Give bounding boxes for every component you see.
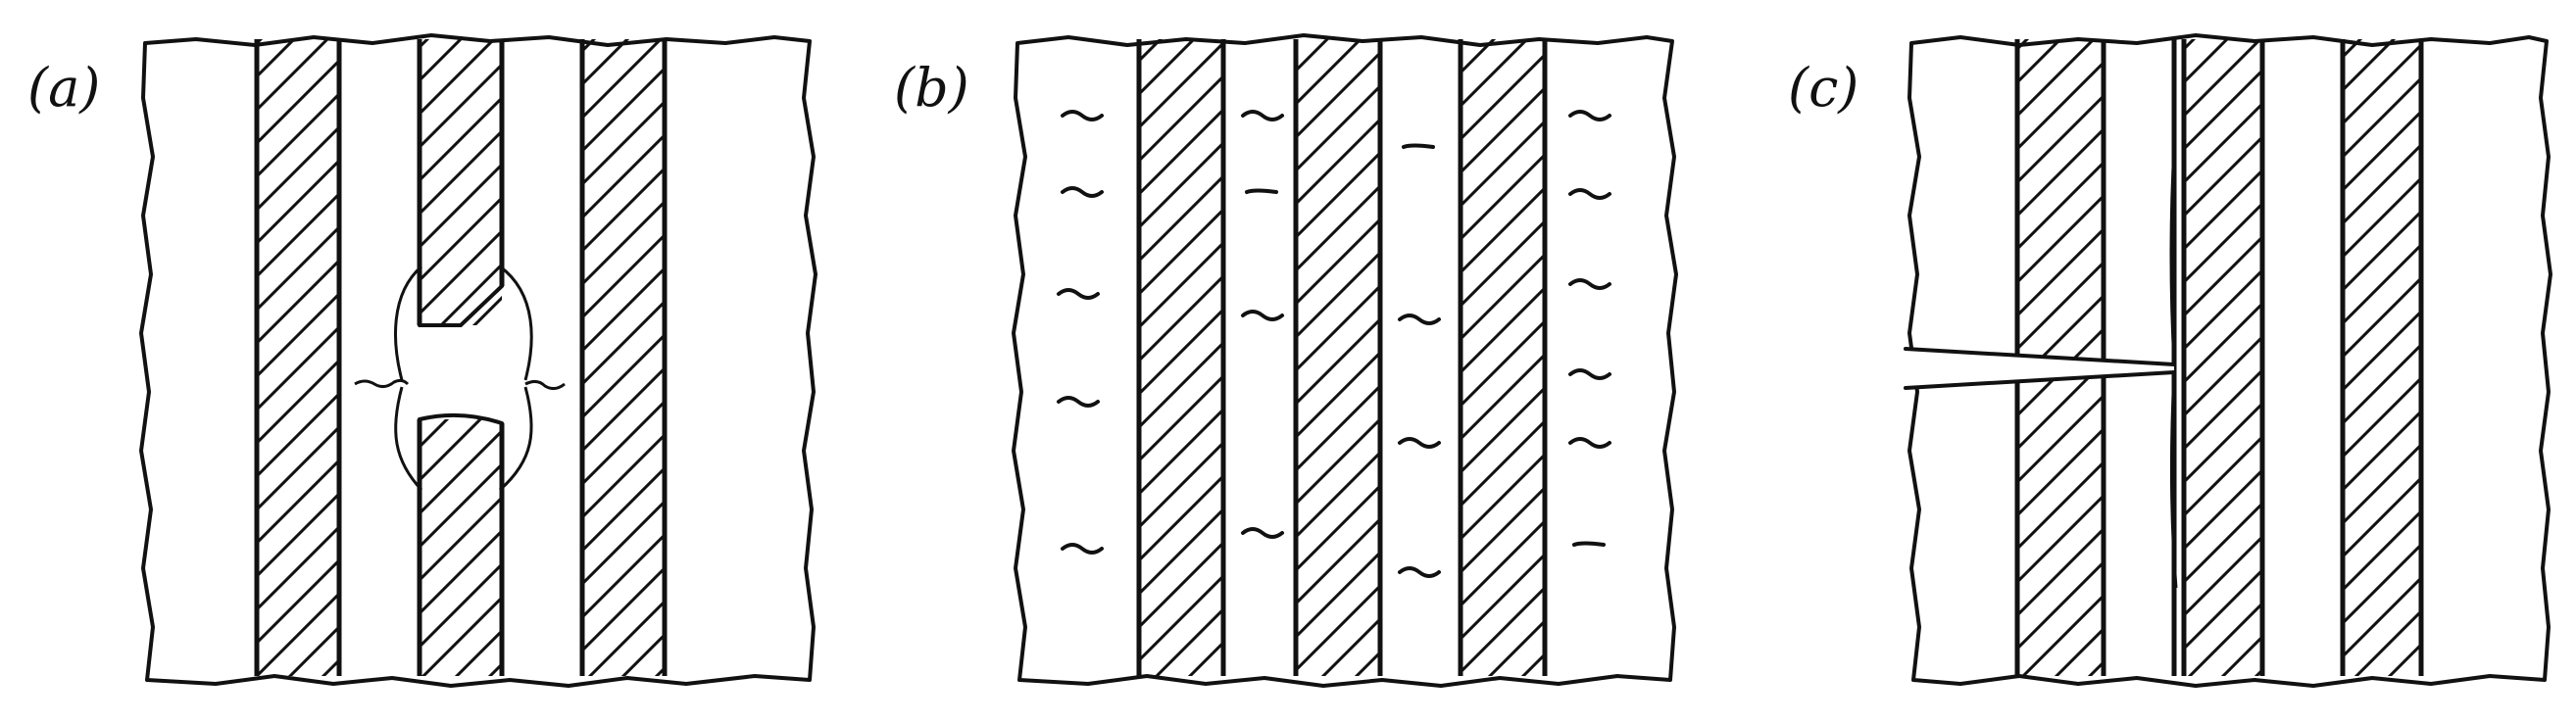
panel-b-matrix-crack-marks [1057, 110, 1611, 578]
panel-a-fiber-2-upper [420, 39, 502, 325]
panel-c-label: (c) [1788, 57, 1858, 119]
panel-b-fiber-3 [1461, 39, 1545, 676]
panel-a-fiber-3 [582, 39, 665, 676]
panel-b: (b) [894, 33, 1678, 688]
panel-c: (c) [1788, 33, 2552, 688]
panel-c-fiber-3 [2343, 39, 2421, 676]
panel-c-transverse-crack [1904, 146, 2178, 589]
panel-a-label: (a) [27, 57, 100, 119]
panel-b-fiber-1 [1139, 39, 1223, 676]
panel-b-fiber-2 [1296, 39, 1380, 676]
panel-a-fiber-break-zone [354, 265, 566, 492]
panel-a-fiber-2-lower [420, 419, 502, 676]
panel-a-fiber-1 [257, 39, 339, 676]
panel-a: (a) [27, 33, 817, 688]
panel-b-label: (b) [894, 57, 969, 119]
panel-c-fiber-2 [2184, 39, 2262, 676]
